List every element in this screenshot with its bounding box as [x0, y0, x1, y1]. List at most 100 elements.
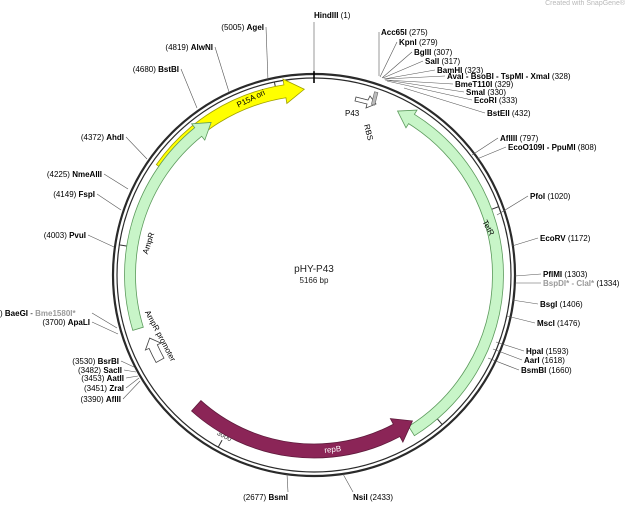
- site-bsmi-label[interactable]: (2677) BsmI: [243, 493, 288, 502]
- site-nmeaiii[interactable]: (4225) NmeAIII: [47, 170, 102, 179]
- site-sacii-label[interactable]: (3482) SacII: [78, 366, 122, 375]
- site-bsmbi[interactable]: BsmBI (1660): [521, 366, 572, 375]
- site-hindiii[interactable]: HindIII (1): [314, 11, 351, 20]
- site-acc65i[interactable]: Acc65I (275): [381, 28, 428, 37]
- scale-tick: [491, 206, 499, 210]
- site-hindiii-label[interactable]: HindIII (1): [314, 11, 351, 20]
- site-bsmbi-label[interactable]: BsmBI (1660): [521, 366, 572, 375]
- site-bsteii[interactable]: BstEII (432): [487, 109, 531, 118]
- site-nmeaiii-label[interactable]: (4225) NmeAIII: [47, 170, 102, 179]
- site-pflmi[interactable]: PflMI (1303): [543, 270, 588, 279]
- site-leader-line: [91, 321, 119, 335]
- site-pfoi[interactable]: PfoI (1020): [530, 192, 571, 201]
- feature-rbs-mark[interactable]: [371, 91, 379, 106]
- site-bsrbi[interactable]: (3530) BsrBI: [72, 357, 119, 366]
- site-eco0109i[interactable]: EcoO109I - PpuMI (808): [508, 143, 597, 152]
- site-bspdi-label[interactable]: BspDI* - ClaI* (1334): [543, 279, 620, 288]
- site-aatii[interactable]: (3453) AatII: [81, 374, 124, 383]
- site-zrai-label[interactable]: (3451) ZraI: [84, 384, 124, 393]
- site-leader-line: [382, 60, 424, 79]
- site-sali-label[interactable]: SalI (317): [425, 57, 460, 66]
- site-leader-line: [120, 360, 135, 368]
- site-fspi-label[interactable]: (4149) FspI: [53, 190, 95, 199]
- site-baegi-label[interactable]: ) BaeGI - Bme1580I*: [0, 309, 76, 318]
- site-afliii-label[interactable]: AflIII (797): [500, 134, 539, 143]
- site-aatii-label[interactable]: (3453) AatII: [81, 374, 124, 383]
- site-eco0109i-label[interactable]: EcoO109I - PpuMI (808): [508, 143, 597, 152]
- site-pflmi-label[interactable]: PflMI (1303): [543, 270, 588, 279]
- site-pfoi-label[interactable]: PfoI (1020): [530, 192, 571, 201]
- site-hpai[interactable]: HpaI (1593): [526, 347, 569, 356]
- site-apali-label[interactable]: (3700) ApaLI: [42, 318, 90, 327]
- site-ahdi[interactable]: (4372) AhdI: [81, 133, 124, 142]
- site-bglii[interactable]: BglII (307): [414, 48, 453, 57]
- feature-ampr-promoter-arrow[interactable]: [144, 337, 165, 364]
- site-apali[interactable]: (3700) ApaLI: [42, 318, 90, 327]
- feature-p43-label: P43: [345, 109, 360, 118]
- site-kpni-label[interactable]: KpnI (279): [399, 38, 438, 47]
- site-nsii[interactable]: NsiI (2433): [353, 493, 393, 502]
- feature-ampr[interactable]: AmpR: [124, 122, 212, 331]
- site-hpai-label[interactable]: HpaI (1593): [526, 347, 569, 356]
- site-ecori[interactable]: EcoRI (333): [474, 96, 518, 105]
- site-bsteii-label[interactable]: BstEII (432): [487, 109, 531, 118]
- site-agei-label[interactable]: (5005) AgeI: [221, 23, 264, 32]
- feature-repb-arrow[interactable]: [190, 400, 414, 459]
- site-zrai[interactable]: (3451) ZraI: [84, 384, 124, 393]
- site-baegi[interactable]: ) BaeGI - Bme1580I*: [0, 309, 76, 318]
- feature-rbs[interactable]: RBS: [362, 91, 379, 142]
- site-agei[interactable]: (5005) AgeI: [221, 23, 264, 32]
- site-leader-line: [511, 237, 539, 247]
- site-bsgi-label[interactable]: BsgI (1406): [540, 300, 583, 309]
- site-leader-line: [506, 315, 536, 324]
- site-leader-line: [476, 146, 507, 160]
- feature-tetr-arrow[interactable]: [396, 109, 504, 437]
- site-ahdi-label[interactable]: (4372) AhdI: [81, 133, 124, 142]
- feature-p43-arrow[interactable]: [354, 95, 377, 109]
- site-kpni[interactable]: KpnI (279): [399, 38, 438, 47]
- site-bmet110i[interactable]: BmeT110I (329): [455, 80, 514, 89]
- site-msci-label[interactable]: MscI (1476): [537, 319, 580, 328]
- site-msci[interactable]: MscI (1476): [537, 319, 580, 328]
- site-acc65i-label[interactable]: Acc65I (275): [381, 28, 428, 37]
- feature-ampr-arrow[interactable]: [124, 122, 212, 331]
- site-alwni-label[interactable]: (4819) AlwNI: [165, 43, 213, 52]
- site-leader-line: [487, 357, 520, 371]
- site-bstbi-label[interactable]: (4680) BstBI: [133, 65, 179, 74]
- site-pvui[interactable]: (4003) PvuI: [44, 231, 86, 240]
- site-bsgi[interactable]: BsgI (1406): [540, 300, 583, 309]
- feature-ampr-promoter[interactable]: [144, 337, 165, 364]
- site-nsii-label[interactable]: NsiI (2433): [353, 493, 393, 502]
- feature-p43[interactable]: P43: [345, 95, 377, 118]
- feature-rbs-label: RBS: [362, 123, 375, 141]
- site-aflii[interactable]: (3390) AflII: [81, 395, 121, 404]
- site-aari[interactable]: AarI (1618): [524, 356, 565, 365]
- site-ecorv-label[interactable]: EcoRV (1172): [540, 234, 591, 243]
- site-bglii-label[interactable]: BglII (307): [414, 48, 453, 57]
- site-bstbi[interactable]: (4680) BstBI: [133, 65, 179, 74]
- site-fspi[interactable]: (4149) FspI: [53, 190, 95, 199]
- feature-repb[interactable]: repB: [190, 400, 414, 459]
- site-bamhi-label[interactable]: BamHI (323): [437, 66, 484, 75]
- site-aflii-label[interactable]: (3390) AflII: [81, 395, 121, 404]
- feature-tetr[interactable]: TetR: [396, 109, 504, 437]
- site-smai-label[interactable]: SmaI (330): [466, 88, 506, 97]
- site-bspdi[interactable]: BspDI* - ClaI* (1334): [543, 279, 620, 288]
- site-sacii[interactable]: (3482) SacII: [78, 366, 122, 375]
- site-ecori-label[interactable]: EcoRI (333): [474, 96, 518, 105]
- site-pvui-label[interactable]: (4003) PvuI: [44, 231, 86, 240]
- backbone: [111, 72, 517, 478]
- site-alwni[interactable]: (4819) AlwNI: [165, 43, 213, 52]
- site-bamhi[interactable]: BamHI (323): [437, 66, 484, 75]
- site-afliii[interactable]: AflIII (797): [500, 134, 539, 143]
- site-avai-label[interactable]: AvaI - BsoBI - TspMI - XmaI (328): [447, 72, 571, 81]
- site-ecorv[interactable]: EcoRV (1172): [540, 234, 591, 243]
- site-smai[interactable]: SmaI (330): [466, 88, 506, 97]
- scale-tick: [436, 418, 443, 425]
- site-bsrbi-label[interactable]: (3530) BsrBI: [72, 357, 119, 366]
- site-bsmi[interactable]: (2677) BsmI: [243, 493, 288, 502]
- site-aari-label[interactable]: AarI (1618): [524, 356, 565, 365]
- site-sali[interactable]: SalI (317): [425, 57, 460, 66]
- site-avai[interactable]: AvaI - BsoBI - TspMI - XmaI (328): [447, 72, 571, 81]
- site-bmet110i-label[interactable]: BmeT110I (329): [455, 80, 514, 89]
